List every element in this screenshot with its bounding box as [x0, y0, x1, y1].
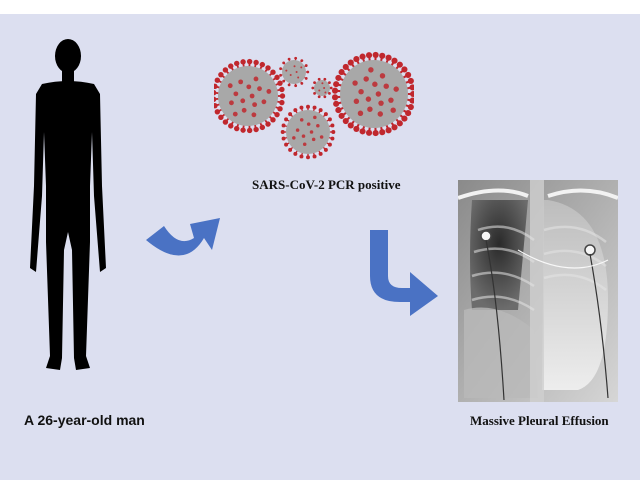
human-silhouette-icon [30, 39, 106, 370]
diagnosis-label: Massive Pleural Effusion [470, 413, 609, 428]
top-band [0, 0, 640, 14]
person-label: A 26-year-old man [24, 412, 145, 428]
pcr-result-label: SARS-CoV-2 PCR positive [252, 177, 401, 192]
chest-xray-image [458, 180, 618, 402]
coronavirus-icon [214, 51, 414, 160]
curved-arrow-icon [370, 230, 438, 316]
curved-arrow-icon [146, 218, 220, 256]
